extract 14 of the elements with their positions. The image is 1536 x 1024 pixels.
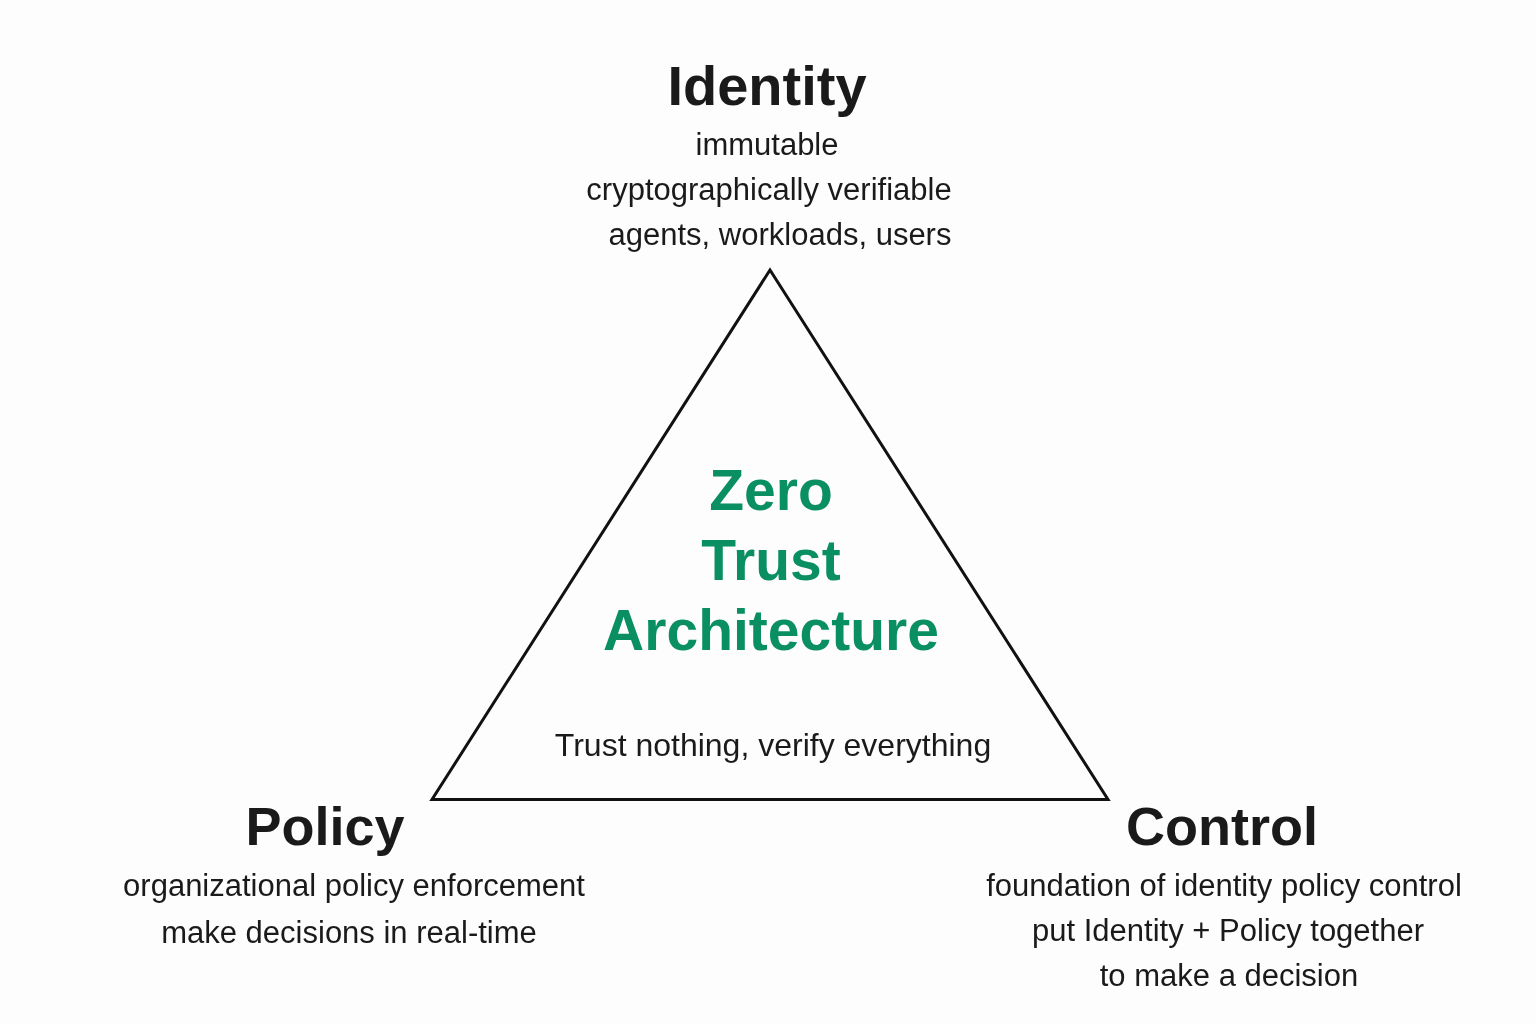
triangle	[430, 268, 1110, 801]
description-line: put Identity + Policy together	[1032, 912, 1424, 950]
vertex-heading: Identity	[667, 53, 867, 120]
description-line: organizational policy enforcement	[123, 867, 585, 905]
vertex-heading: Control	[1126, 794, 1318, 858]
description-line: to make a decision	[1099, 957, 1359, 995]
description-line: cryptographically verifiable	[586, 171, 952, 209]
center-title: Zero Trust Architecture	[602, 457, 940, 664]
vertex-heading: Policy	[245, 794, 405, 858]
description-line: agents, workloads, users	[608, 216, 952, 254]
description-line: immutable	[695, 126, 839, 164]
description-line: foundation of identity policy control	[986, 867, 1462, 905]
description-line: make decisions in real-time	[161, 914, 537, 952]
tagline-text: Trust nothing, verify everything	[554, 726, 992, 765]
